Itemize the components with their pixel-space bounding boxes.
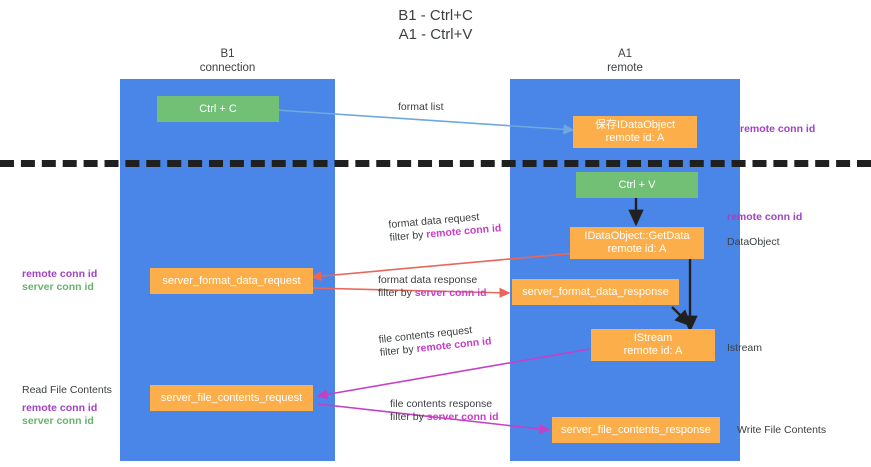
edge-label-format-data-response: format data response filter by server co… [378,274,487,300]
node-istream-line2: remote id: A [623,345,683,357]
edge-label-file-res-line2-key: server conn id [426,411,499,423]
annotation-left-remote-conn-id-bottom: remote conn id [22,402,98,414]
annotation-istream-text: Istream [727,342,763,354]
node-ctrl-c-label: Ctrl + C [199,102,237,115]
phase-separator-dashed-line [0,160,871,167]
node-ctrl-v-label: Ctrl + V [618,178,656,191]
lane-header-b1-line1: B1 [220,48,235,60]
edge-label-file-req-line2-prefix: filter by [379,343,418,359]
node-fmt-req-label: server_format_data_request [162,274,301,287]
lane-header-b1: B1 connection [120,47,335,75]
annotation-remote-conn-id-top-text: remote conn id [740,123,816,135]
annotation-write-file-contents: Write File Contents [737,424,826,437]
edge-label-file-res-line1: file contents response [390,398,493,410]
annotation-left-server-conn-id-mid: server conn id [22,281,94,293]
lane-header-b1-line2: connection [199,62,256,74]
edge-label-fmt-res-line2-prefix: filter by [378,287,415,299]
edge-label-fmt-res-line2-key: server conn id [414,287,487,299]
annotation-remote-conn-id-mid: remote conn id [727,211,802,224]
node-ctrl-v[interactable]: Ctrl + V [576,172,698,198]
annotation-left-conn-ids-bottom: remote conn id server conn id [22,402,97,428]
annotation-dataobject-text: DataObject [727,236,780,248]
edge-label-format-list: format list [398,101,444,114]
node-file-req-label: server_file_contents_request [160,391,303,404]
edge-label-format-list-text: format list [398,101,444,113]
node-store-idataobject[interactable]: 保存IDataObject remote id: A [573,116,697,148]
node-file-res-label: server_file_contents_response [561,423,711,436]
node-store-idataobject-line1: 保存IDataObject [594,119,676,131]
annotation-left-server-conn-id-bottom: server conn id [22,415,94,427]
edge-label-file-res-line2-prefix: filter by [390,411,427,423]
annotation-left-conn-ids-mid: remote conn id server conn id [22,268,97,294]
edge-label-fmt-req-line2-prefix: filter by [389,228,427,244]
node-istream[interactable]: IStream remote id: A [591,329,715,361]
lane-header-a1-line1: A1 [617,48,633,60]
annotation-read-file-contents-text: Read File Contents [22,384,112,396]
node-server-format-data-request[interactable]: server_format_data_request [150,268,313,294]
edge-label-file-contents-request: file contents request filter by remote c… [378,322,492,360]
node-server-format-data-response[interactable]: server_format_data_response [512,279,679,305]
annotation-istream: Istream [727,342,762,355]
annotation-left-remote-conn-id-mid: remote conn id [22,268,98,280]
node-getdata-line2: remote id: A [607,243,667,255]
lane-header-a1-line2: remote [607,62,643,74]
node-istream-line1: IStream [633,332,673,344]
edge-label-fmt-res-line1: format data response [378,274,478,286]
node-ctrl-c[interactable]: Ctrl + C [157,96,279,122]
annotation-remote-conn-id-top: remote conn id [740,123,815,136]
node-getdata-line1: IDataObject::GetData [584,230,690,242]
annotation-left-read-file: Read File Contents [22,384,112,397]
node-server-file-contents-response[interactable]: server_file_contents_response [552,417,720,443]
node-server-file-contents-request[interactable]: server_file_contents_request [150,385,313,411]
page-title: B1 - Ctrl+C A1 - Ctrl+V [398,7,473,43]
annotation-remote-conn-id-mid-text: remote conn id [727,211,803,223]
node-store-idataobject-line2: remote id: A [605,132,665,144]
edge-label-format-data-request: format data request filter by remote con… [388,209,502,245]
annotation-write-file-contents-text: Write File Contents [737,424,827,436]
edge-label-file-contents-response: file contents response filter by server … [390,398,499,424]
node-idataobject-getdata[interactable]: IDataObject::GetData remote id: A [570,227,704,259]
node-fmt-res-label: server_format_data_response [522,285,669,298]
lane-header-a1: A1 remote [510,47,740,75]
annotation-dataobject: DataObject [727,236,780,249]
